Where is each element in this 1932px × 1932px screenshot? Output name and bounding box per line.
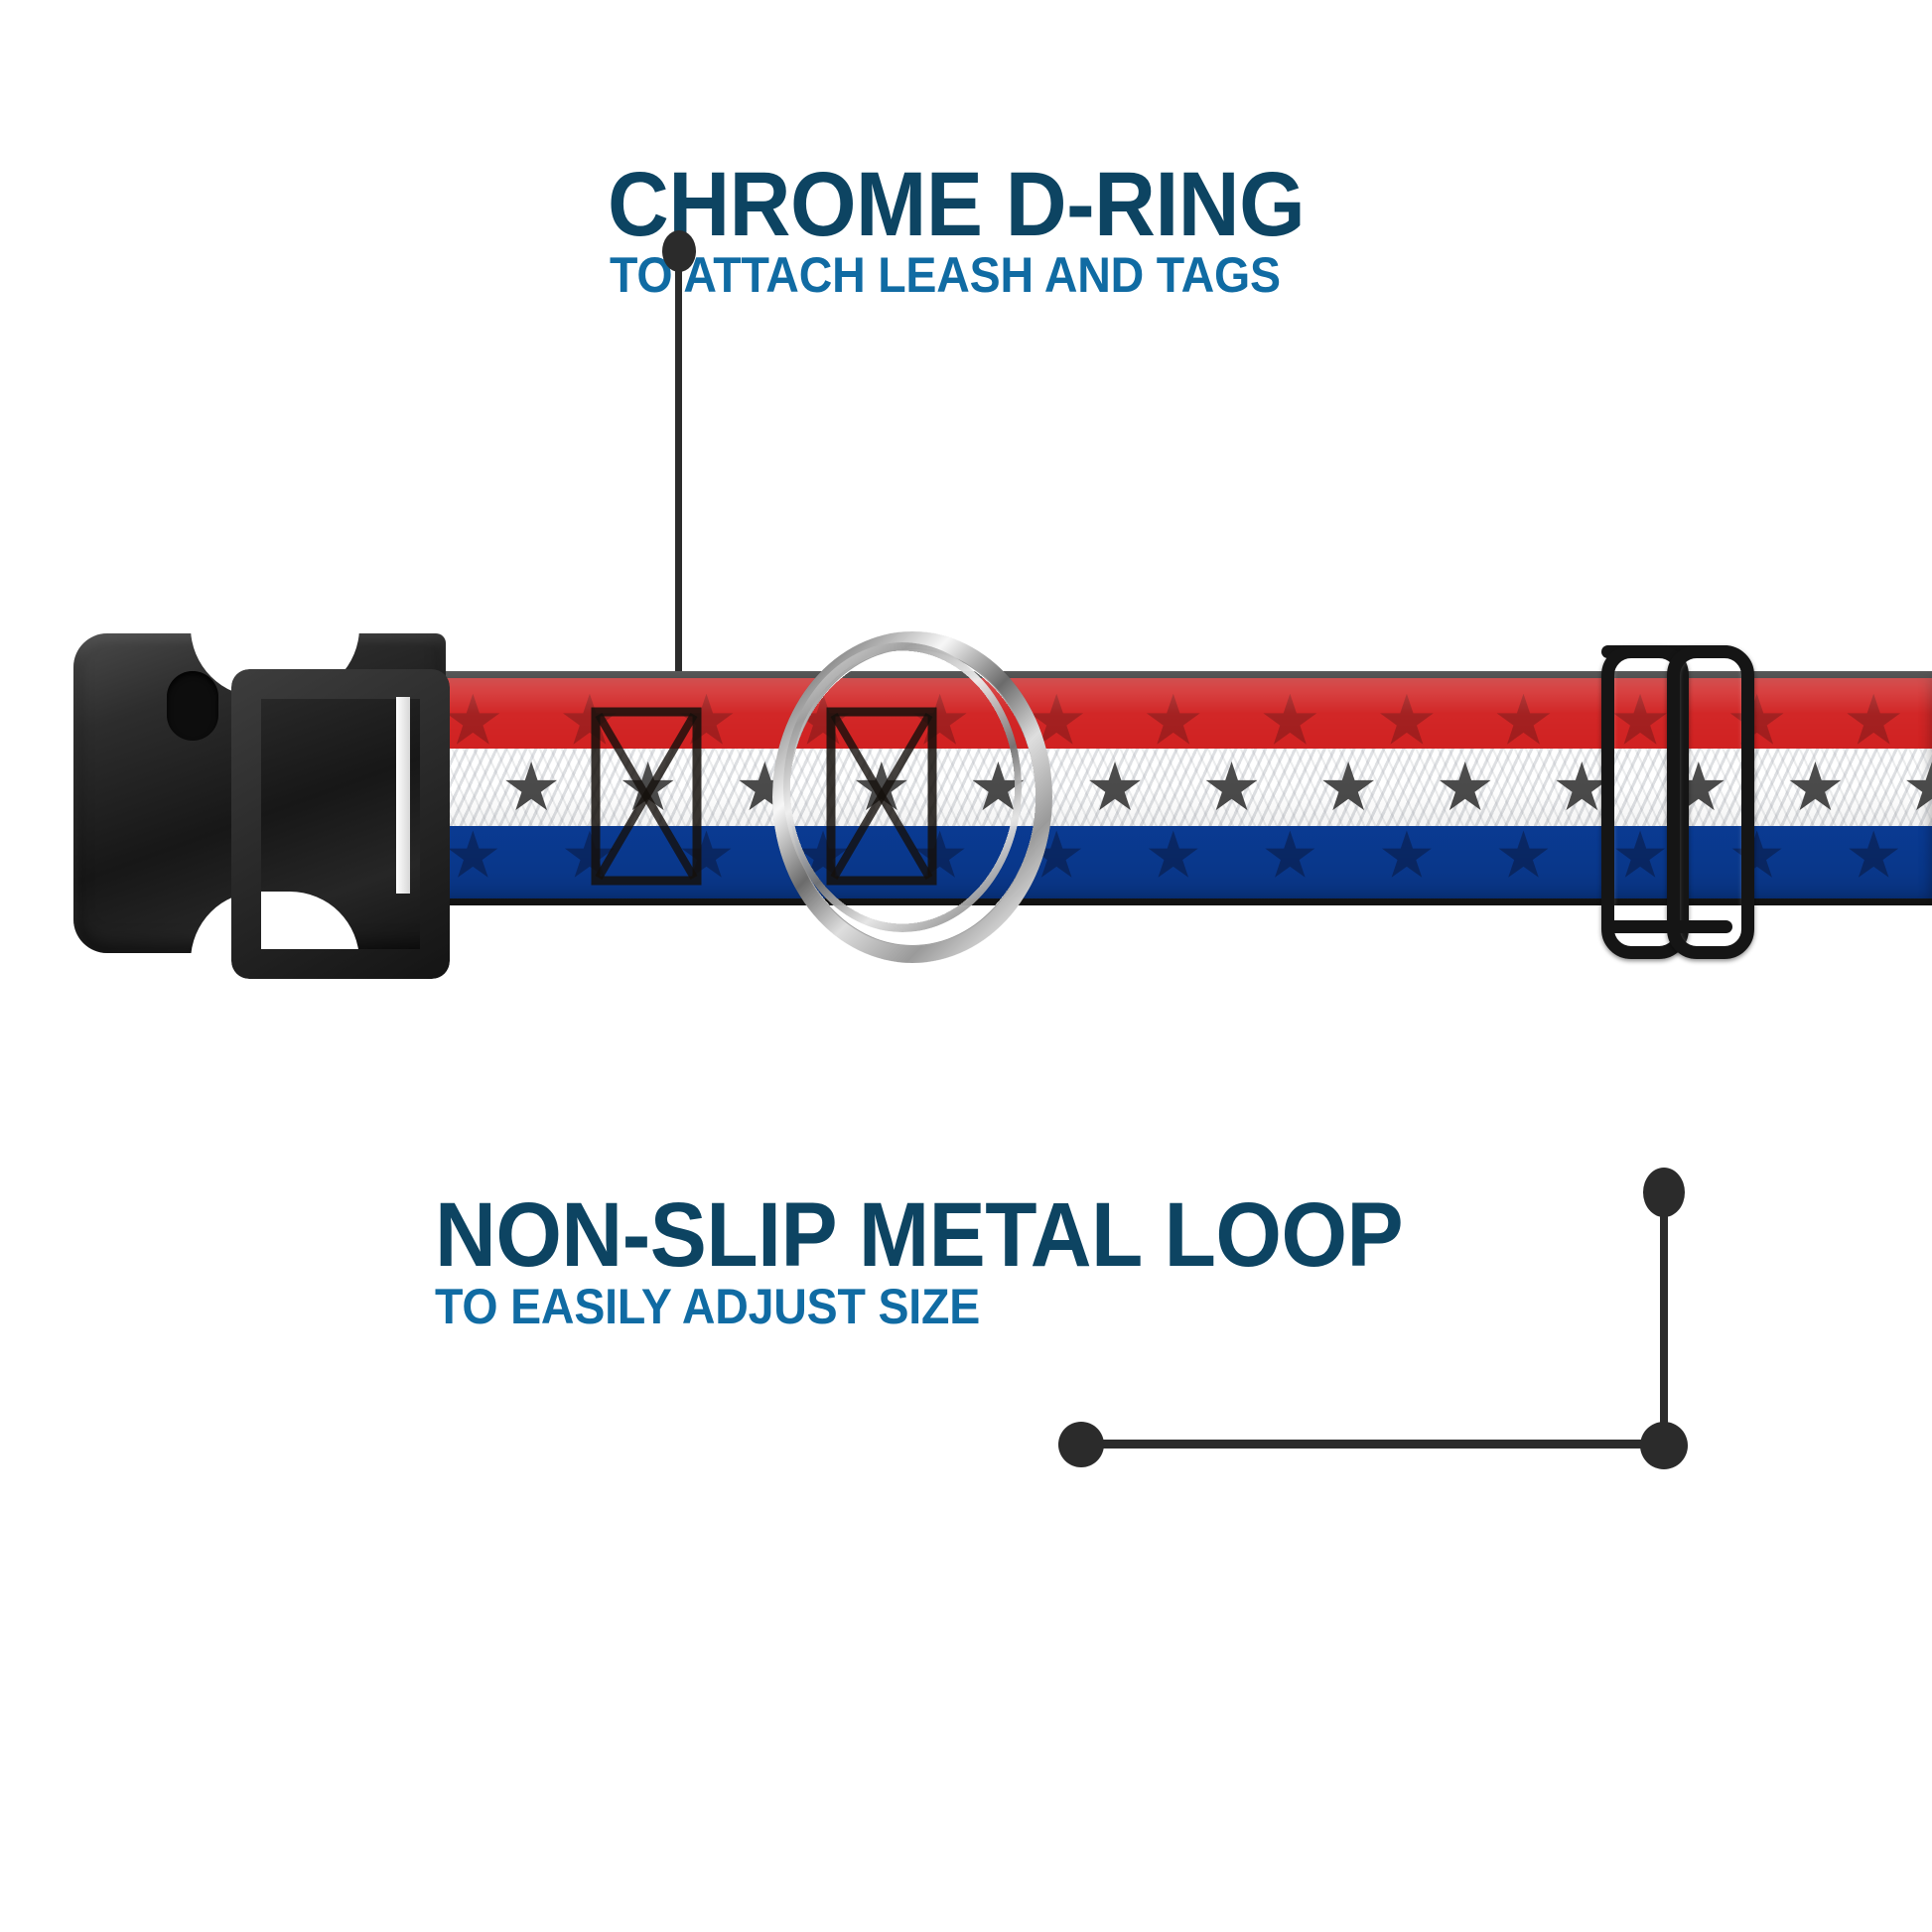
callout-title-non-slip-metal-loop: NON-SLIP METAL LOOP — [435, 1184, 1404, 1286]
buckle-release-slot — [167, 671, 218, 741]
slider-ring-right — [1667, 645, 1754, 959]
callout-subtitle-non-slip-metal-loop: TO EASILY ADJUST SIZE — [435, 1279, 981, 1334]
metal-slider-loop — [1601, 645, 1754, 959]
callout-subtitle-chrome-d-ring: TO ATTACH LEASH AND TAGS — [610, 247, 1281, 303]
d-ring-inner-band — [783, 642, 1022, 932]
buckle-webbing-gap — [396, 697, 410, 894]
stitch-box-left — [591, 707, 702, 886]
slider-bottom-bar — [1601, 920, 1732, 933]
leader-dot-end — [1058, 1422, 1104, 1467]
buckle-webbing-frame — [231, 669, 450, 979]
chrome-d-ring — [772, 631, 1035, 946]
callout-title-chrome-d-ring: CHROME D-RING — [608, 154, 1306, 255]
side-release-buckle — [73, 627, 450, 979]
leader-line-horizontal — [1082, 1440, 1658, 1449]
leader-line-vertical — [1660, 1201, 1668, 1445]
leader-line-vertical — [675, 260, 682, 778]
